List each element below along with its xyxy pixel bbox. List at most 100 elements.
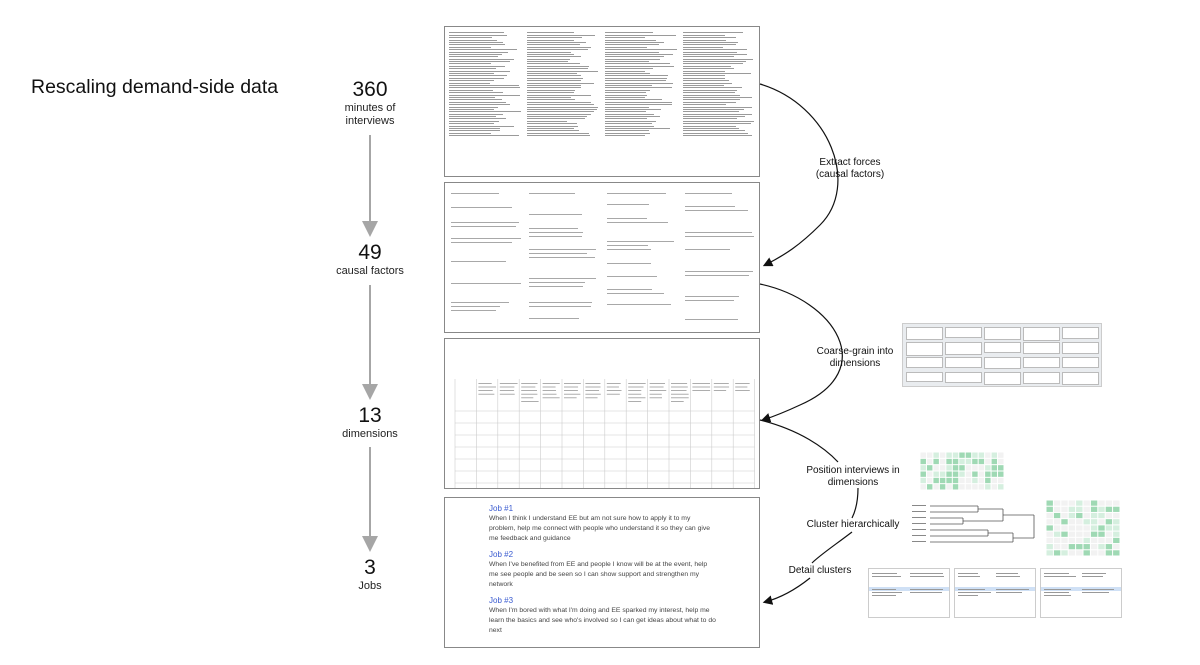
- factor-note-line: [607, 293, 665, 295]
- factor-note-line: [451, 226, 517, 228]
- stage-caption: dimensions: [342, 428, 398, 440]
- dimension-card: [945, 357, 982, 368]
- factor-note-line: [607, 304, 671, 306]
- curved-arrow-position: [759, 419, 839, 463]
- dimensions-table-panel: [444, 338, 760, 489]
- job-item: Job #1 When I think I understand EE but …: [489, 504, 717, 544]
- dimension-card: [984, 357, 1021, 370]
- transcript-column: [683, 31, 755, 172]
- step-label-line: Extract forces: [819, 157, 881, 168]
- factor-note-line: [529, 256, 596, 258]
- step-label-line: (causal factors): [815, 169, 885, 180]
- job-description: When I've benefited from EE and people I…: [489, 561, 708, 588]
- dimension-card: [945, 327, 982, 338]
- job-description: When I'm bored with what I'm doing and E…: [489, 607, 716, 634]
- factor-note-line: [529, 231, 583, 233]
- step-label-cluster: Cluster hierarchically: [800, 519, 906, 531]
- step-label-line: Position interviews in: [806, 465, 900, 476]
- curved-arrow-extract: [759, 83, 839, 267]
- dimension-card: [1062, 342, 1099, 355]
- curved-arrow-cluster: [851, 487, 859, 519]
- dimension-card: [945, 372, 982, 384]
- factor-note-line: [607, 204, 649, 206]
- factor-note-line: [451, 261, 506, 262]
- factor-note-line: [607, 193, 667, 194]
- coarse-grain-thumbnail: [902, 323, 1102, 387]
- factor-note-line: [607, 262, 652, 264]
- dimension-card: [1023, 372, 1060, 384]
- transcript-column: [449, 31, 521, 172]
- stage-caption: interviews: [345, 115, 395, 127]
- step-label-line: dimensions: [827, 477, 879, 488]
- factor-note-line: [451, 242, 512, 244]
- factor-note-line: [607, 240, 675, 242]
- job-description: When I think I understand EE but am not …: [489, 515, 711, 542]
- dimension-grid: [454, 379, 755, 488]
- factor-note-line: [685, 209, 749, 211]
- factor-note-line: [529, 248, 597, 250]
- factor-note-line: [451, 238, 521, 240]
- factor-note-line: [529, 193, 575, 194]
- factor-note-line: [607, 221, 668, 223]
- factor-note-line: [685, 231, 753, 233]
- job-item: Job #3 When I'm bored with what I'm doin…: [489, 596, 717, 636]
- cluster-detail-thumbnail: [866, 568, 1122, 618]
- dendrogram-thumbnail: [908, 500, 1044, 552]
- step-label-line: Coarse-grain into: [816, 346, 894, 357]
- dimension-card: [1023, 357, 1060, 369]
- factor-note-line: [451, 206, 512, 208]
- factor-note-line: [451, 222, 520, 224]
- step-label-line: Cluster hierarchically: [806, 519, 900, 530]
- dimension-card: [1023, 327, 1060, 341]
- factor-note-line: [685, 249, 731, 251]
- factor-note-line: [451, 306, 500, 308]
- step-label-position: Position interviews in dimensions: [800, 465, 906, 489]
- heatmap-cells: [1046, 500, 1120, 556]
- factor-note-line: [607, 244, 648, 246]
- heatmap-cells: [920, 452, 1004, 490]
- stage-caption: Jobs: [358, 580, 382, 592]
- stage-number: 360: [352, 78, 388, 101]
- transcript-column: [605, 31, 677, 172]
- factor-note-line: [451, 193, 499, 194]
- interview-transcripts-panel: [444, 26, 760, 177]
- job-title: Job #2: [489, 550, 514, 559]
- transcript-column: [527, 31, 599, 172]
- factor-note-line: [451, 283, 521, 285]
- stage-caption: causal factors: [336, 265, 404, 277]
- factor-note-line: [529, 286, 583, 288]
- dimension-card: [906, 372, 943, 383]
- dimension-card: [906, 342, 943, 356]
- clustered-heatmap-thumbnail: [1046, 500, 1120, 556]
- factor-note-line: [529, 227, 578, 229]
- factor-note-line: [607, 217, 648, 219]
- factor-note-line: [607, 289, 652, 291]
- cluster-detail-card: [868, 568, 950, 618]
- step-label-line: Detail clusters: [788, 565, 852, 576]
- dimension-card: [906, 327, 943, 340]
- causal-factors-panel: [444, 182, 760, 333]
- step-label-coarse-grain: Coarse-grain into dimensions: [802, 346, 908, 370]
- dimension-card: [1062, 372, 1099, 386]
- factor-note-line: [529, 252, 588, 254]
- dimension-card: [1062, 327, 1099, 339]
- dimension-card: [984, 342, 1021, 354]
- job-title: Job #3: [489, 596, 514, 605]
- dimension-card: [945, 342, 982, 356]
- stage-dimensions: 13 dimensions: [300, 404, 440, 441]
- factor-note-line: [685, 270, 753, 272]
- stage-number: 3: [364, 556, 376, 579]
- step-label-detail: Detail clusters: [780, 565, 860, 577]
- stage-number: 49: [358, 241, 382, 264]
- cluster-detail-card: [1040, 568, 1122, 618]
- factor-note-line: [685, 193, 733, 194]
- factor-note-line: [529, 214, 582, 216]
- factor-note-line: [607, 276, 658, 278]
- factor-note-line: [529, 282, 585, 284]
- dimension-card: [906, 357, 943, 369]
- factor-note-line: [685, 295, 740, 297]
- stage-number: 13: [358, 404, 382, 427]
- factor-note-line: [529, 278, 597, 280]
- dimension-card: [1023, 342, 1060, 355]
- step-label-line: dimensions: [829, 358, 881, 369]
